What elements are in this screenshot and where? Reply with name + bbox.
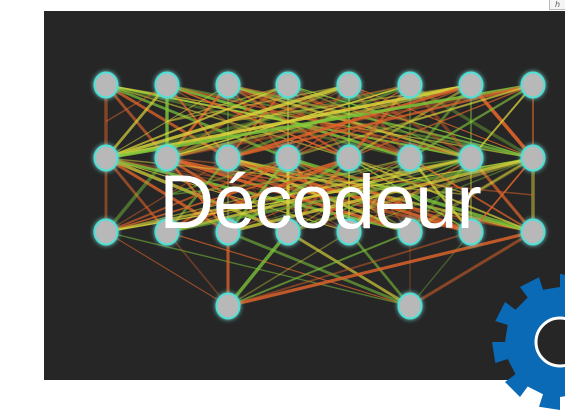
neuron-nodes bbox=[93, 71, 546, 320]
network-edge bbox=[166, 231, 411, 307]
neuron-node bbox=[215, 144, 241, 172]
network-edge bbox=[227, 84, 411, 123]
network-edge bbox=[105, 157, 534, 233]
network-edge bbox=[409, 231, 472, 307]
network-edge bbox=[409, 83, 534, 160]
neuron-node bbox=[520, 144, 546, 172]
neuron-node bbox=[520, 71, 546, 99]
network-edge bbox=[227, 231, 472, 307]
network-edge bbox=[227, 156, 534, 234]
network-edge bbox=[470, 157, 534, 233]
network-edge bbox=[105, 83, 534, 160]
network-edge bbox=[105, 231, 229, 307]
neuron-node bbox=[275, 144, 301, 172]
neuron-node bbox=[275, 71, 301, 99]
neuron-node bbox=[154, 71, 180, 99]
network-edge bbox=[470, 84, 534, 159]
neuron-node bbox=[154, 218, 180, 246]
network-edge bbox=[105, 157, 289, 233]
network-edge bbox=[227, 84, 472, 123]
neuron-node bbox=[397, 218, 423, 246]
neuron-node bbox=[215, 71, 241, 99]
neuron-node bbox=[93, 71, 119, 99]
network-edge bbox=[287, 156, 534, 234]
network-edge bbox=[104, 156, 169, 234]
network-edge bbox=[227, 230, 534, 308]
network-edge bbox=[227, 83, 534, 160]
neuron-node bbox=[336, 218, 362, 246]
neuron-node bbox=[458, 71, 484, 99]
slide-title: Décodeur bbox=[159, 160, 482, 245]
neuron-node bbox=[93, 144, 119, 172]
network-edge bbox=[227, 83, 472, 160]
neuron-node bbox=[397, 292, 423, 320]
network-edge bbox=[166, 83, 350, 160]
network-edge bbox=[105, 83, 350, 160]
network-edge bbox=[166, 157, 289, 196]
network-edge bbox=[166, 84, 350, 123]
neuron-node bbox=[458, 144, 484, 172]
neuron-node bbox=[154, 144, 180, 172]
network-edge bbox=[409, 84, 534, 123]
network-edge bbox=[166, 84, 289, 123]
neuron-node bbox=[215, 218, 241, 246]
network-panel bbox=[44, 11, 565, 380]
network-edge bbox=[348, 157, 472, 196]
network-edge bbox=[348, 157, 534, 233]
network-edge bbox=[105, 157, 411, 233]
neuron-node bbox=[397, 71, 423, 99]
neuron-node bbox=[336, 71, 362, 99]
neuron-node bbox=[520, 218, 546, 246]
network-edge bbox=[226, 230, 290, 308]
network-edge bbox=[105, 157, 350, 233]
network-edge bbox=[409, 230, 534, 308]
neuron-node bbox=[336, 144, 362, 172]
network-edge bbox=[287, 230, 411, 308]
network-edge bbox=[227, 231, 350, 307]
network-edge bbox=[105, 83, 411, 160]
neuron-node bbox=[275, 218, 301, 246]
neuron-node bbox=[93, 218, 119, 246]
network-edge bbox=[104, 84, 169, 159]
corner-tab[interactable]: h bbox=[549, 0, 565, 10]
neuron-node bbox=[215, 292, 241, 320]
neuron-node bbox=[397, 144, 423, 172]
network-edge bbox=[227, 231, 411, 307]
neuron-node bbox=[458, 218, 484, 246]
network-edge bbox=[166, 231, 229, 307]
network-edge bbox=[105, 84, 289, 159]
network-edge bbox=[348, 84, 534, 159]
